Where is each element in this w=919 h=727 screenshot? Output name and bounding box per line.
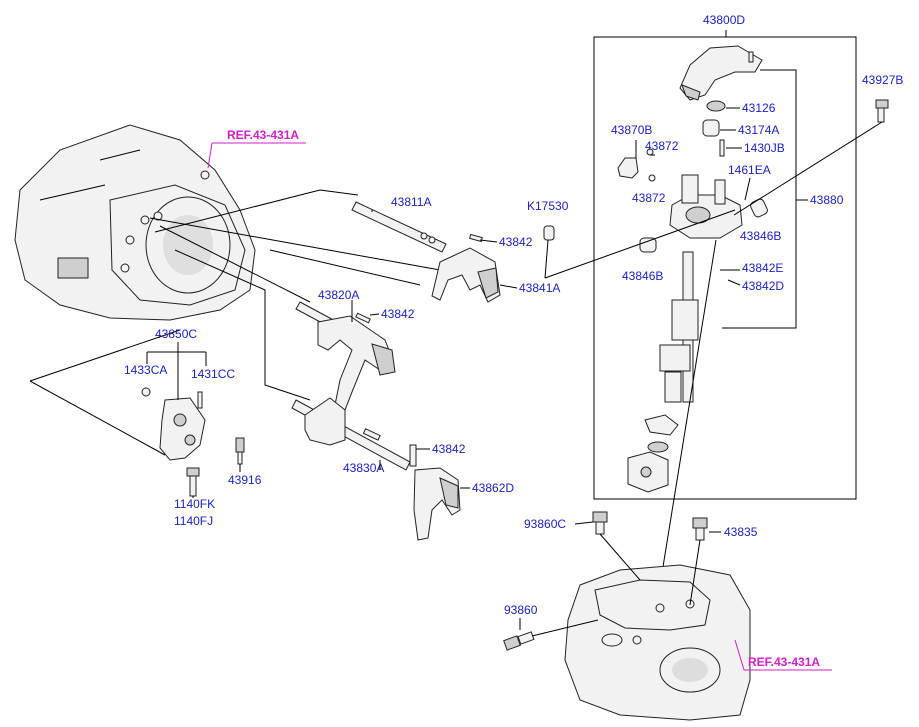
detent-43846b-left bbox=[639, 237, 657, 253]
reference-bottom-right[interactable]: REF.43-431A bbox=[748, 655, 820, 669]
label-1431cc: 1431CC bbox=[191, 367, 235, 381]
bolt-43927b bbox=[875, 99, 889, 123]
transmission-case-lower bbox=[564, 564, 751, 721]
shift-fork-43841a bbox=[431, 247, 501, 303]
label-1461ea: 1461EA bbox=[728, 163, 771, 177]
sleeve-k17530 bbox=[543, 225, 555, 241]
lock-plate bbox=[644, 414, 679, 436]
label-43835: 43835 bbox=[724, 525, 758, 539]
reference-top-left[interactable]: REF.43-431A bbox=[227, 128, 299, 142]
label-1430jb: 1430JB bbox=[744, 141, 785, 155]
label-43842-b: 43842 bbox=[381, 307, 415, 321]
interlock-block bbox=[627, 451, 669, 493]
label-93860c: 93860C bbox=[524, 517, 566, 531]
shift-fork-43862d bbox=[413, 467, 461, 541]
label-43841a: 43841A bbox=[519, 281, 560, 295]
pin-43916 bbox=[235, 437, 245, 465]
bolt-1140fk bbox=[186, 467, 200, 497]
label-43126: 43126 bbox=[742, 101, 776, 115]
label-43820a: 43820A bbox=[318, 288, 359, 302]
label-43872-top: 43872 bbox=[645, 139, 679, 153]
sensor-93860 bbox=[503, 631, 535, 651]
label-43862d: 43862D bbox=[472, 481, 514, 495]
label-43811a: 43811A bbox=[391, 195, 431, 209]
label-43916: 43916 bbox=[228, 473, 262, 487]
bushing-43174a bbox=[702, 119, 720, 137]
washer-43126 bbox=[706, 100, 726, 112]
label-43842-c: 43842 bbox=[432, 442, 466, 456]
label-43870b: 43870B bbox=[611, 123, 652, 137]
label-43830a: 43830A bbox=[343, 461, 384, 475]
detent-43846b-right bbox=[750, 198, 768, 218]
shift-fork-43820a bbox=[317, 315, 396, 411]
assembly-43880-bracket bbox=[722, 69, 797, 329]
label-43927b: 43927B bbox=[862, 73, 903, 87]
assembly-43800d-frame bbox=[593, 36, 857, 500]
label-43174a: 43174A bbox=[738, 123, 779, 137]
label-43842d: 43842D bbox=[742, 279, 784, 293]
label-43842-a: 43842 bbox=[499, 235, 533, 249]
label-1140fj: 1140FJ bbox=[174, 514, 213, 528]
shift-lever-top bbox=[679, 45, 763, 101]
label-1433ca: 1433CA bbox=[124, 363, 167, 377]
shift-rail-43811a bbox=[351, 201, 483, 253]
label-k17530: K17530 bbox=[527, 199, 569, 213]
label-43846b-left: 43846B bbox=[622, 269, 663, 283]
shift-rail-43830a bbox=[291, 397, 417, 471]
spring bbox=[647, 441, 669, 453]
bracket-43870b bbox=[617, 157, 639, 179]
sensor-93860c bbox=[592, 511, 608, 535]
bracket-43850c bbox=[141, 387, 206, 461]
transmission-case-upper bbox=[14, 124, 256, 321]
bolt-1430jb bbox=[719, 139, 725, 157]
label-43850c: 43850C bbox=[155, 327, 197, 341]
label-43800d: 43800D bbox=[703, 13, 745, 27]
label-93860: 93860 bbox=[504, 603, 538, 617]
label-43846b-right: 43846B bbox=[740, 229, 781, 243]
control-shaft bbox=[659, 251, 699, 403]
label-43880: 43880 bbox=[810, 193, 844, 207]
label-1140fk: 1140FK bbox=[174, 497, 215, 511]
shift-housing-43880 bbox=[669, 174, 743, 239]
plug-43835 bbox=[692, 517, 708, 541]
label-43872-bottom: 43872 bbox=[632, 191, 666, 205]
label-43842e: 43842E bbox=[742, 261, 783, 275]
